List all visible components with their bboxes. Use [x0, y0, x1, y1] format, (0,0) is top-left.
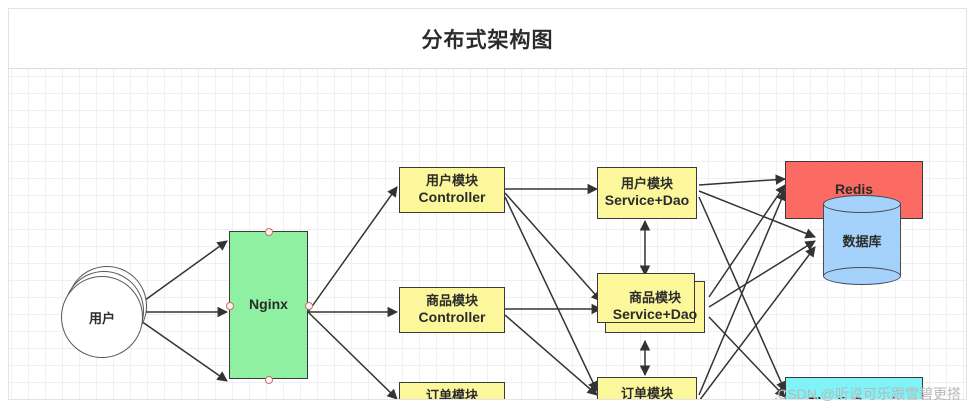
node-product-controller-module: 商品模块 — [425, 293, 478, 309]
node-user-service[interactable]: 用户模块 Service+Dao — [597, 167, 697, 219]
edge-layer — [140, 174, 816, 399]
node-elasticsearch-label: ElasticSearch — [808, 394, 900, 399]
node-user-service-layer: Service+Dao — [604, 192, 690, 209]
nginx-connector-right[interactable] — [305, 302, 313, 310]
node-order-controller[interactable]: 订单模块 Controller — [399, 382, 505, 400]
database-cylinder-bottom — [823, 267, 901, 285]
watermark: CSDN @听说可乐跟雪碧更搭 — [777, 386, 961, 402]
actor-user[interactable]: 用户 — [61, 266, 157, 358]
node-order-service[interactable]: 订单模块 Service+Dao — [597, 377, 697, 400]
node-nginx-label: Nginx — [249, 296, 288, 313]
node-user-controller-layer: Controller — [418, 189, 486, 206]
nginx-connector-left[interactable] — [226, 302, 234, 310]
node-database-label: 数据库 — [842, 233, 882, 249]
node-product-controller-layer: Controller — [418, 309, 486, 326]
actor-ring-front — [61, 276, 143, 358]
node-product-service-layer: Service+Dao — [612, 306, 698, 323]
node-database[interactable]: 数据库 — [823, 195, 901, 285]
database-cylinder-body — [823, 204, 901, 276]
page-title: 分布式架构图 — [421, 28, 554, 52]
database-cylinder-top — [823, 195, 901, 213]
node-nginx[interactable]: Nginx — [229, 231, 308, 379]
diagram-canvas: 用户 Nginx 用户模块 Controller 商品模块 Controller… — [8, 68, 967, 400]
diagram-header: 分布式架构图 — [8, 8, 967, 68]
node-redis-label: Redis — [834, 181, 874, 198]
nginx-connector-top[interactable] — [265, 228, 273, 236]
node-order-controller-module: 订单模块 — [425, 388, 478, 400]
node-product-service-module: 商品模块 — [628, 290, 681, 306]
node-user-controller[interactable]: 用户模块 Controller — [399, 167, 505, 213]
node-user-controller-module: 用户模块 — [425, 173, 478, 189]
nginx-connector-bottom[interactable] — [265, 376, 273, 384]
actor-label: 用户 — [88, 310, 115, 326]
node-user-service-module: 用户模块 — [620, 176, 673, 192]
node-product-controller[interactable]: 商品模块 Controller — [399, 287, 505, 333]
node-product-service[interactable]: 商品模块 Service+Dao — [597, 273, 705, 333]
node-order-service-module: 订单模块 — [620, 386, 673, 400]
